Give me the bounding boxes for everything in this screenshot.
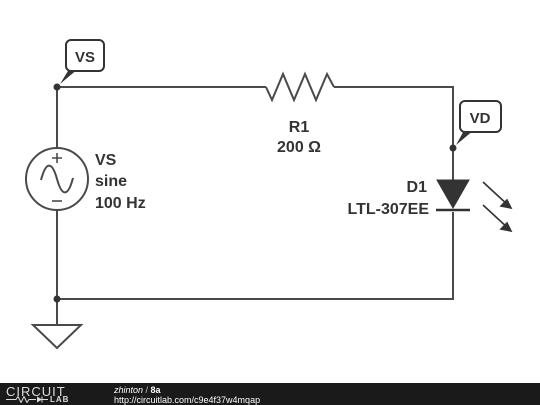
meta-separator: / <box>143 385 151 395</box>
footer-bar: CIRCUIT LAB zhinton / 8a http://circuitl… <box>0 383 540 405</box>
logo-text-circuit: CIRCUIT <box>6 384 66 399</box>
led-diode-symbol[interactable] <box>436 179 470 212</box>
junction-dot-bottom-left <box>53 295 61 303</box>
voltage-source-symbol[interactable] <box>25 147 89 211</box>
author-link[interactable]: zhinton <box>114 385 144 395</box>
resistor-symbol[interactable] <box>265 71 335 103</box>
source-type-label: sine <box>95 173 127 190</box>
circuit-name-link[interactable]: 8a <box>150 385 161 395</box>
circuit-meta: zhinton / 8a <box>114 385 161 395</box>
probe-label-vs: VS <box>75 49 95 66</box>
logo-text-lab: LAB <box>50 395 70 404</box>
source-frequency-label: 100 Hz <box>95 195 146 212</box>
probe-flag-vs[interactable]: VS <box>60 39 105 84</box>
source-name-label: VS <box>95 152 117 169</box>
diode-part-label: LTL-307EE <box>348 201 430 218</box>
diode-name-label: D1 <box>407 179 428 196</box>
resistor-value-label: 200 Ω <box>277 139 321 156</box>
probe-flag-vd[interactable]: VD <box>456 100 502 145</box>
circuitlab-logo[interactable]: CIRCUIT LAB <box>6 384 92 404</box>
ground-symbol <box>30 324 84 350</box>
resistor-name-label: R1 <box>289 119 310 136</box>
junction-dot-top-left <box>53 83 61 91</box>
circuit-url-link[interactable]: http://circuitlab.com/c9e4f37w4mqap <box>114 395 261 405</box>
wire-top-right <box>334 86 454 180</box>
wire-diode-bottom <box>57 212 454 300</box>
schematic-canvas: VS VD R1 200 Ω VS sine 100 Hz D1 LTL-307… <box>25 39 513 350</box>
probe-label-vd: VD <box>470 110 491 127</box>
logo-resistor-icon <box>6 396 48 403</box>
junction-dot-vd <box>449 144 457 152</box>
led-light-arrows <box>482 181 513 233</box>
